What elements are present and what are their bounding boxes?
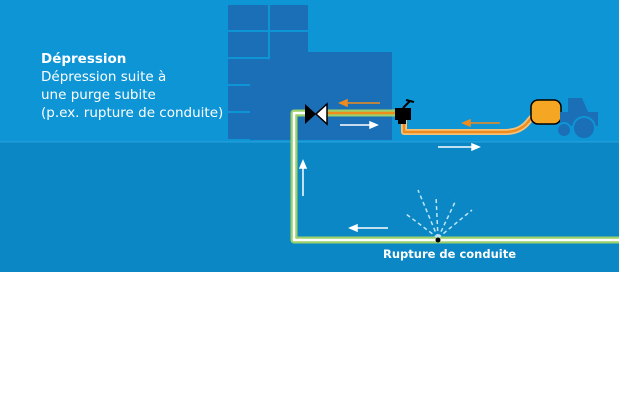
diagram-graphic [0, 3, 619, 272]
building-house [250, 52, 392, 140]
rupture-label: Rupture de conduite [383, 247, 517, 261]
caption-title: Dépression [41, 51, 127, 67]
rupture-point [435, 237, 441, 243]
caption: Dépression Dépression suite à une purge … [41, 50, 223, 122]
caption-line: Dépression suite à [41, 69, 167, 85]
flow-arrows-orange [338, 98, 500, 128]
backflow-valve-icon [305, 102, 328, 126]
caption-line: une purge subite [41, 87, 156, 103]
pipe-network [290, 105, 619, 244]
building-tower [226, 3, 310, 141]
tap-icon [395, 99, 415, 124]
flow-arrows-white [298, 120, 481, 233]
diagram-scene: Dépression Dépression suite à une purge … [0, 0, 619, 272]
ground [0, 142, 619, 272]
tractor-tank-icon [530, 98, 598, 140]
water-spray-icon [405, 189, 473, 239]
caption-line: (p.ex. rupture de conduite) [41, 105, 224, 121]
